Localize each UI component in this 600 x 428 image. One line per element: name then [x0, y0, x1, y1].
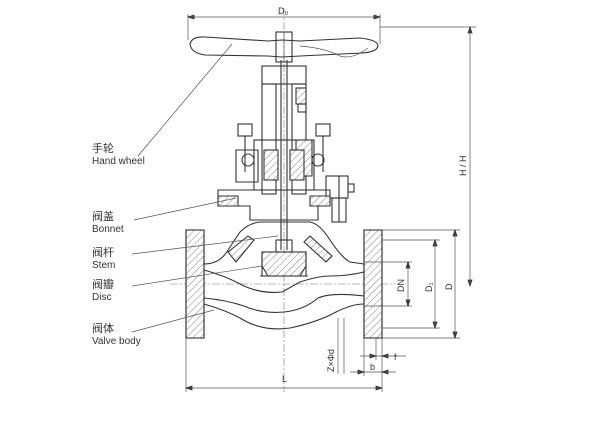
- bonnet-zh: 阀盖: [92, 209, 114, 223]
- side-bolt: [325, 175, 355, 223]
- disc-zh: 阀瓣: [92, 277, 114, 291]
- disc: [260, 239, 308, 277]
- d0-dimension: D₀: [186, 6, 382, 44]
- stem-zh: 阀杆: [92, 245, 114, 259]
- z-phi-d-label: Z×Φd: [326, 349, 336, 372]
- d-label: D: [444, 283, 454, 290]
- b-label: b: [370, 362, 375, 372]
- bonnet-en: Bonnet: [92, 224, 124, 235]
- packing-gland: [253, 139, 315, 191]
- label-bonnet: 阀盖 Bonnet: [92, 209, 124, 235]
- stem-en: Stem: [92, 260, 115, 271]
- hand-wheel-zh: 手轮: [92, 141, 114, 155]
- valve-body: [185, 221, 383, 339]
- l-label: L: [282, 374, 287, 384]
- d0-label: D₀: [278, 6, 288, 16]
- disc-en: Disc: [92, 292, 111, 303]
- leader-lines: [131, 43, 279, 333]
- bottom-dimensions: L b f Z×Φd: [184, 318, 406, 392]
- label-disc: 阀瓣 Disc: [92, 277, 114, 303]
- hand-wheel: [189, 31, 379, 63]
- valve-body-en: Valve body: [92, 336, 141, 347]
- label-hand-wheel: 手轮 Hand wheel: [92, 141, 145, 167]
- d1-label: D₁: [424, 282, 434, 292]
- right-dimensions: H / H D D₁ DN: [364, 25, 476, 340]
- valve-body-zh: 阀体: [92, 321, 114, 335]
- yoke: [261, 60, 307, 250]
- h-label: H / H: [458, 155, 468, 176]
- label-valve-body: 阀体 Valve body: [92, 321, 141, 347]
- hand-wheel-en: Hand wheel: [92, 156, 145, 167]
- f-label: f: [394, 352, 397, 362]
- gland-bolts: [235, 123, 331, 183]
- label-stem: 阀杆 Stem: [92, 245, 115, 271]
- dn-label: DN: [396, 279, 406, 292]
